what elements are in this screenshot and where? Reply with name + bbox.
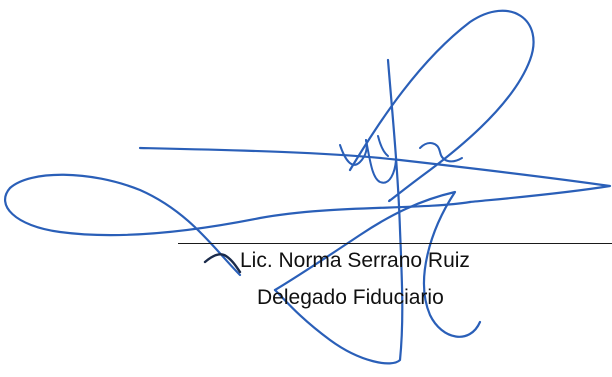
- signature-stroke-initials: [419, 142, 463, 163]
- signature-stroke-tick: [203, 253, 242, 274]
- signer-title: Delegado Fiduciario: [257, 286, 444, 309]
- signature-stroke-left-loop: [4, 173, 472, 277]
- signature-stroke-vertical: [273, 58, 404, 365]
- signature-stroke-initials: [365, 139, 397, 184]
- signature-stroke-initials: [377, 135, 389, 157]
- signature-line: [178, 243, 612, 244]
- signature-stroke-sweep: [138, 146, 612, 204]
- signer-name: Lic. Norma Serrano Ruiz: [240, 249, 470, 272]
- signature-stroke-top-loop: [348, 9, 535, 203]
- signature-stroke-tail: [273, 190, 482, 338]
- signature-stroke-initials: [339, 139, 368, 166]
- signature-strokes: [4, 9, 612, 365]
